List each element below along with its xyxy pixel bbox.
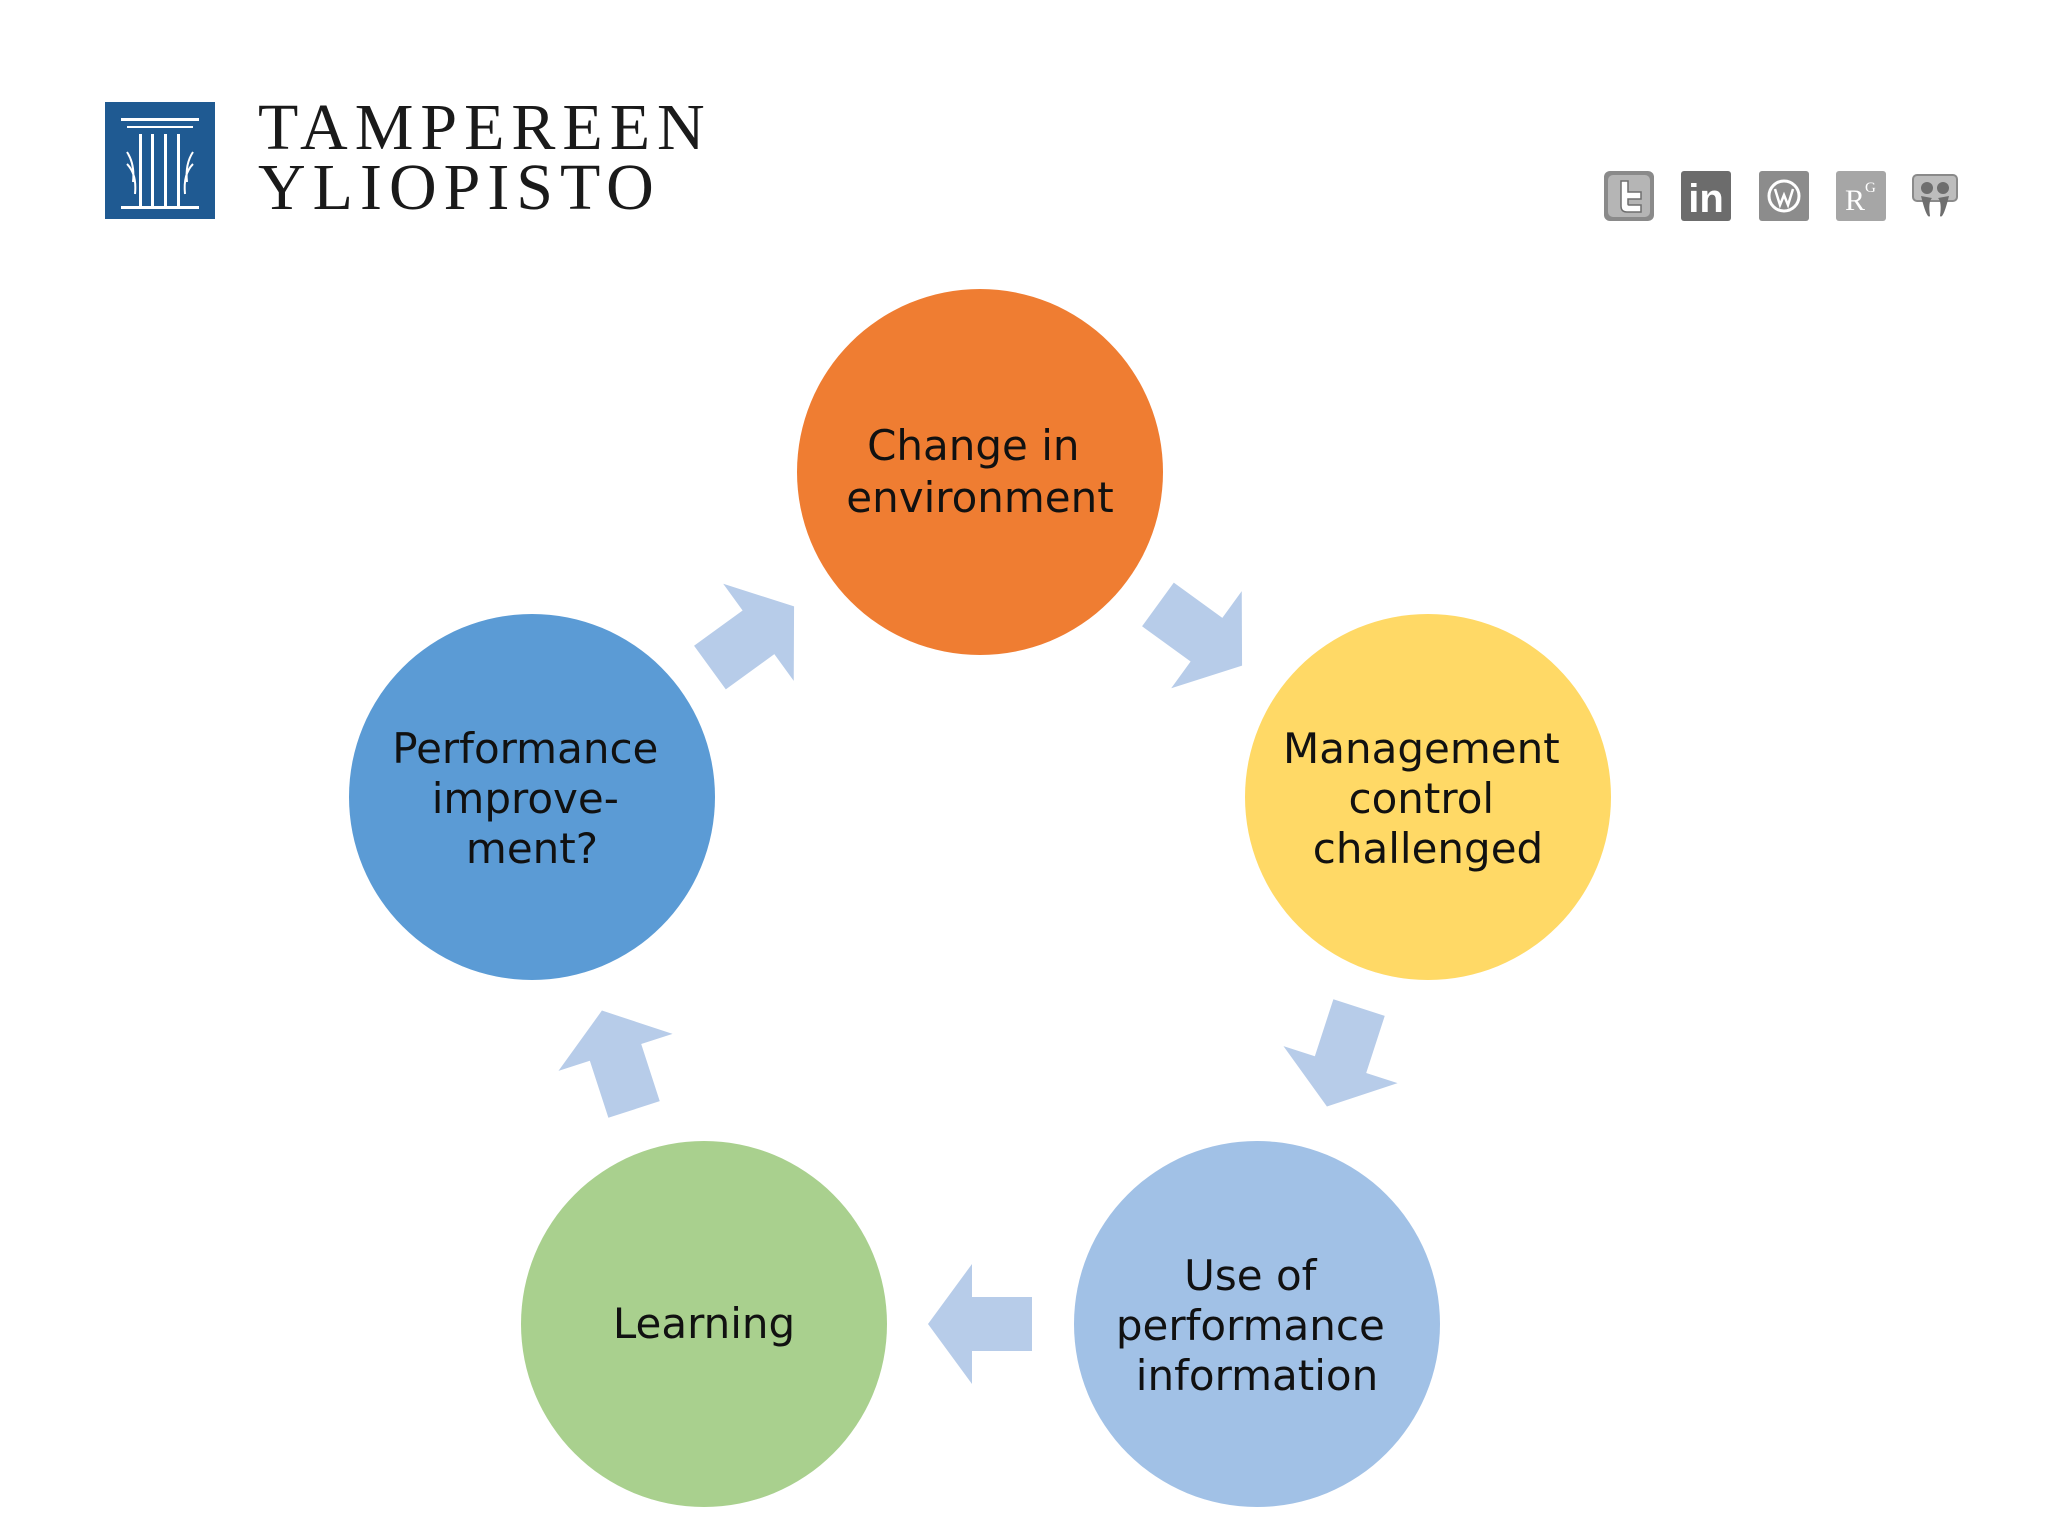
- slideshare-icon[interactable]: [1910, 170, 1962, 222]
- university-name-line2: YLIOPISTO: [258, 151, 661, 224]
- university-name: TAMPEREEN YLIOPISTO: [258, 91, 712, 224]
- university-logo: [105, 102, 215, 219]
- node-use-of-performance-information: [1074, 1141, 1440, 1507]
- researchgate-icon[interactable]: R G: [1835, 170, 1887, 222]
- wordpress-icon[interactable]: [1758, 170, 1810, 222]
- researchgate-label: R: [1845, 184, 1865, 217]
- linkedin-icon[interactable]: in: [1680, 170, 1732, 222]
- linkedin-label: in: [1688, 177, 1724, 221]
- label-management-control-challenged: Management control challenged: [1283, 724, 1573, 873]
- arrow-environment-to-management: [1142, 582, 1243, 689]
- label-use-of-performance-information: Use of performance information: [1116, 1251, 1398, 1400]
- node-change-in-environment: [797, 289, 1163, 655]
- arrow-learning-to-improvement: [558, 1010, 673, 1118]
- node-management-control-challenged: [1245, 614, 1611, 980]
- label-learning: Learning: [613, 1299, 795, 1348]
- arrow-improvement-to-environment: [694, 583, 795, 690]
- twitter-icon[interactable]: [1603, 170, 1655, 222]
- node-performance-improvement: [349, 614, 715, 980]
- arrow-use-to-learning: [928, 1264, 1032, 1384]
- node-learning: [521, 1141, 887, 1507]
- arrow-management-to-use: [1283, 999, 1398, 1107]
- label-performance-improvement: Performance improve- ment?: [392, 724, 672, 873]
- university-name-line1: TAMPEREEN: [258, 91, 712, 164]
- researchgate-sup-label: G: [1865, 180, 1876, 196]
- label-change-in-environment: Change in environment: [846, 421, 1113, 522]
